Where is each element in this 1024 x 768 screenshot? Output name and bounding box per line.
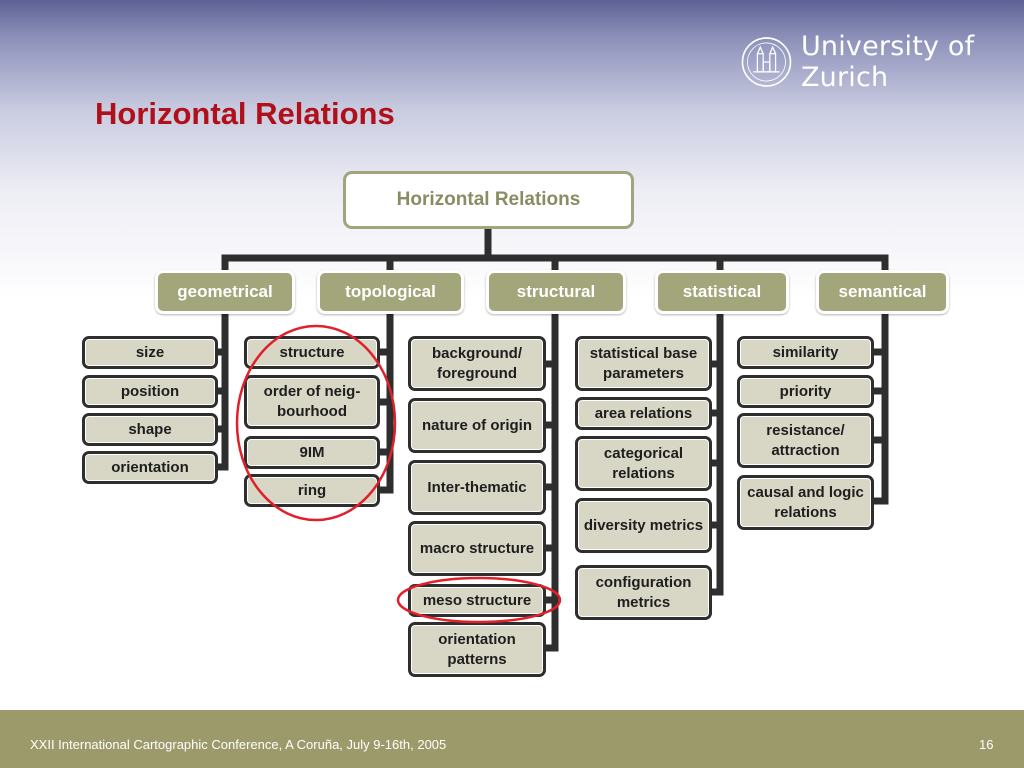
- leaf-9im: 9IM: [244, 436, 380, 469]
- leaf-macro-structure: macro structure: [408, 521, 546, 576]
- leaf-inter-thematic: Inter-thematic: [408, 460, 546, 515]
- category-structural: structural: [486, 270, 626, 314]
- leaf-configuration-metrics: configuration metrics: [575, 565, 712, 620]
- leaf-categorical-relations: categorical relations: [575, 436, 712, 491]
- leaf-order-of-neighbourhood: order of neig-bourhood: [244, 375, 380, 429]
- leaf-area-relations: area relations: [575, 397, 712, 430]
- leaf-statistical-base-parameters: statistical base parameters: [575, 336, 712, 391]
- page-number: 16: [979, 737, 994, 752]
- university-name: University of Zurich: [800, 31, 975, 93]
- leaf-orientation-patterns: orientation patterns: [408, 622, 546, 677]
- leaf-orientation: orientation: [82, 451, 218, 484]
- slide-title: Horizontal Relations: [95, 96, 395, 131]
- category-semantical: semantical: [816, 270, 949, 314]
- university-logo: University of Zurich: [740, 30, 1024, 94]
- leaf-meso-structure: meso structure: [408, 584, 546, 617]
- leaf-nature-of-origin: nature of origin: [408, 398, 546, 453]
- leaf-resistance-attraction: resistance/ attraction: [737, 413, 874, 468]
- category-topological: topological: [317, 270, 464, 314]
- leaf-shape: shape: [82, 413, 218, 446]
- footer-conference-text: XXII International Cartographic Conferen…: [30, 737, 447, 752]
- leaf-structure: structure: [244, 336, 380, 369]
- leaf-similarity: similarity: [737, 336, 874, 369]
- category-geometrical: geometrical: [155, 270, 295, 314]
- footer-bar: [0, 710, 1024, 768]
- leaf-causal-and-logic-relations: causal and logic relations: [737, 475, 874, 530]
- leaf-diversity-metrics: diversity metrics: [575, 498, 712, 553]
- leaf-size: size: [82, 336, 218, 369]
- category-statistical: statistical: [655, 270, 789, 314]
- root-node: Horizontal Relations: [343, 171, 634, 229]
- leaf-background-foreground: background/ foreground: [408, 336, 546, 391]
- leaf-priority: priority: [737, 375, 874, 408]
- university-seal-icon: [741, 37, 792, 87]
- leaf-ring: ring: [244, 474, 380, 507]
- leaf-position: position: [82, 375, 218, 408]
